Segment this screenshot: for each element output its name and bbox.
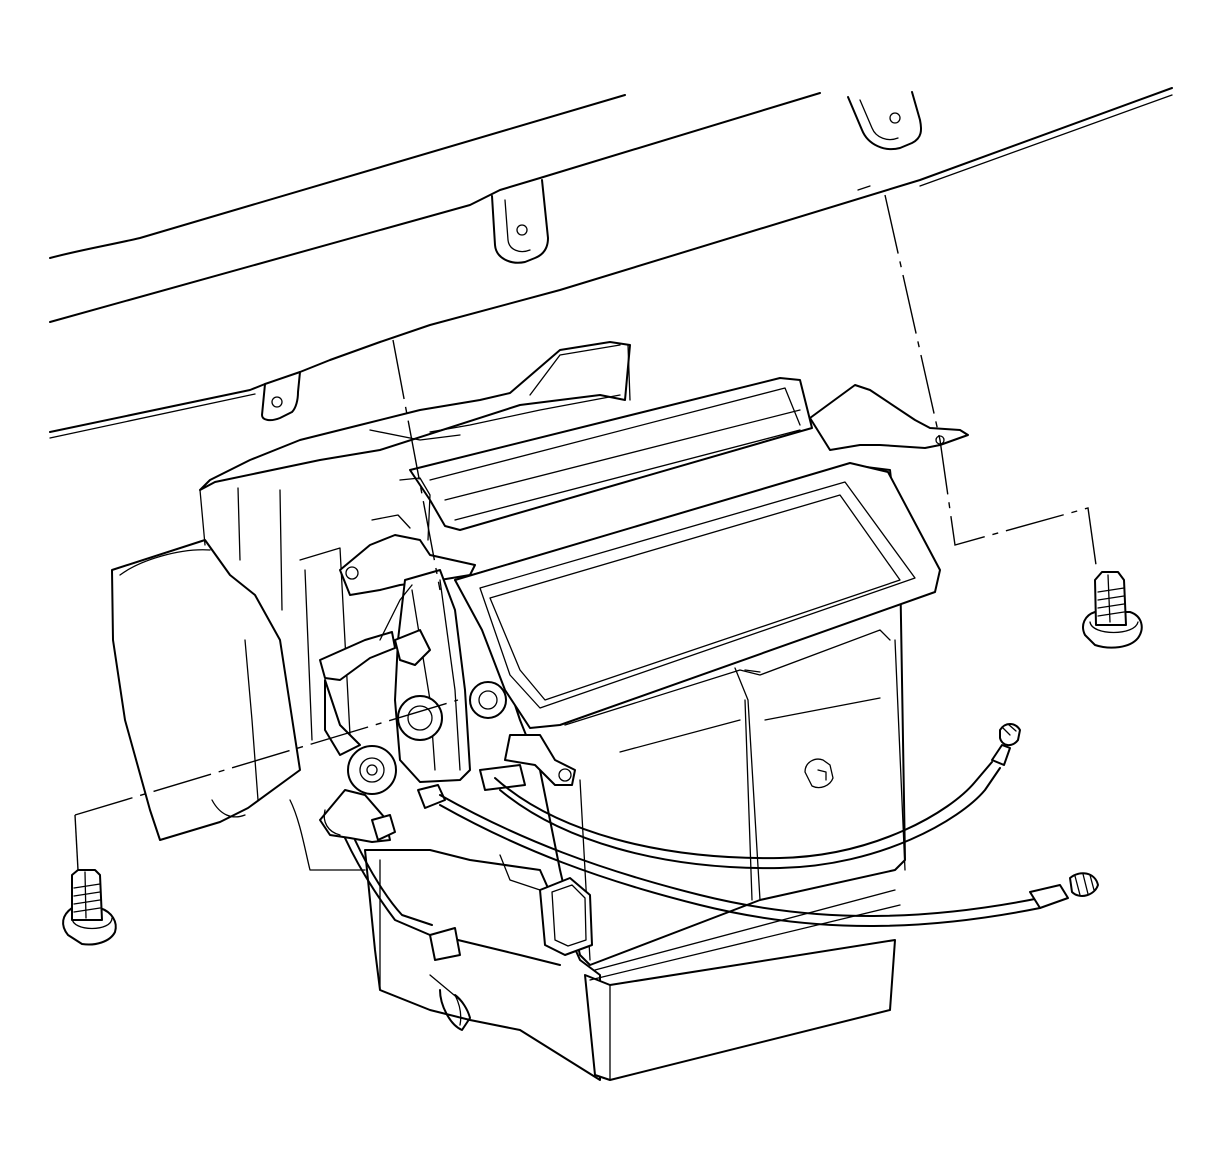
actuator-pulley	[319, 584, 576, 843]
alignment-lines	[74, 194, 1098, 871]
front-clip	[804, 758, 834, 789]
cable-to-lower-housing	[344, 837, 561, 966]
control-cable-upper	[494, 723, 1021, 870]
carrier-tab-middle	[491, 179, 549, 264]
instrument-panel-carrier	[49, 87, 1173, 439]
carrier-tab-left	[261, 371, 301, 422]
bolt-right	[1082, 571, 1143, 649]
control-cable-lower	[439, 794, 1099, 927]
bolt-left	[62, 869, 117, 946]
lower-vent-box	[539, 877, 593, 956]
carrier-tab-right	[847, 91, 922, 150]
hvac-module-housing	[111, 341, 969, 1081]
